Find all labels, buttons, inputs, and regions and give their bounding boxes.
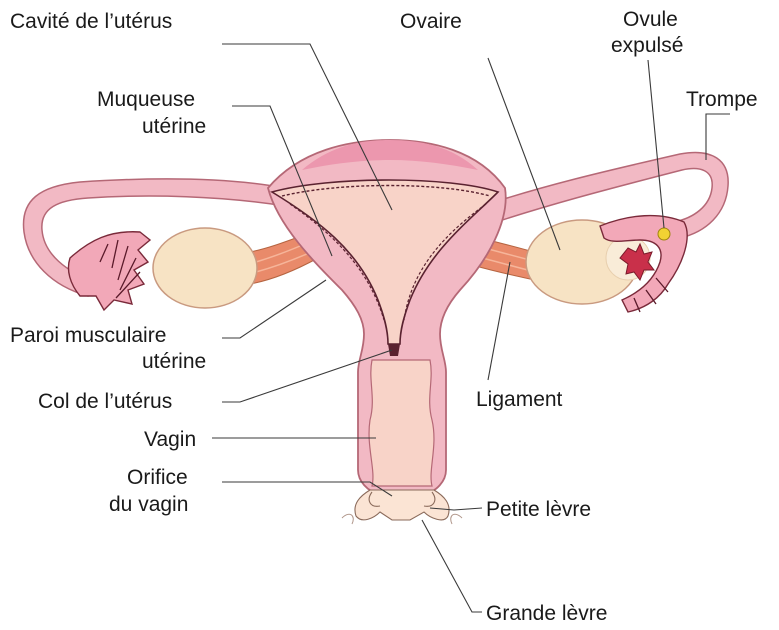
leader-grande-levre	[422, 520, 482, 612]
label-ovule-line1: Ovule	[623, 8, 678, 31]
label-grande-levre: Grande lèvre	[486, 602, 607, 625]
label-paroi-line2: utérine	[142, 350, 206, 373]
leader-ovule	[648, 60, 664, 228]
label-paroi-line1: Paroi musculaire	[10, 324, 166, 347]
labia	[355, 490, 449, 520]
ovule	[658, 228, 670, 240]
label-orifice-line2: du vagin	[109, 493, 188, 516]
label-petite-levre: Petite lèvre	[486, 498, 591, 521]
vaginal-canal	[369, 360, 434, 486]
label-trompe: Trompe	[686, 88, 758, 111]
leader-ligament	[488, 262, 510, 380]
label-muqueuse-line1: Muqueuse	[97, 88, 195, 111]
label-ovule-line2: expulsé	[611, 34, 683, 57]
label-vagin: Vagin	[144, 428, 196, 451]
leader-trompe	[706, 114, 730, 160]
label-col: Col de l’utérus	[38, 390, 172, 413]
label-ovaire: Ovaire	[400, 10, 462, 33]
left-ovary	[153, 228, 257, 308]
label-orifice-line1: Orifice	[127, 466, 188, 489]
label-muqueuse-line2: utérine	[142, 115, 206, 138]
cervical-canal	[388, 344, 400, 356]
leader-lines	[212, 44, 730, 612]
label-ligament: Ligament	[476, 388, 563, 411]
left-fimbriae	[68, 232, 150, 310]
label-cavite: Cavité de l’utérus	[10, 10, 172, 33]
